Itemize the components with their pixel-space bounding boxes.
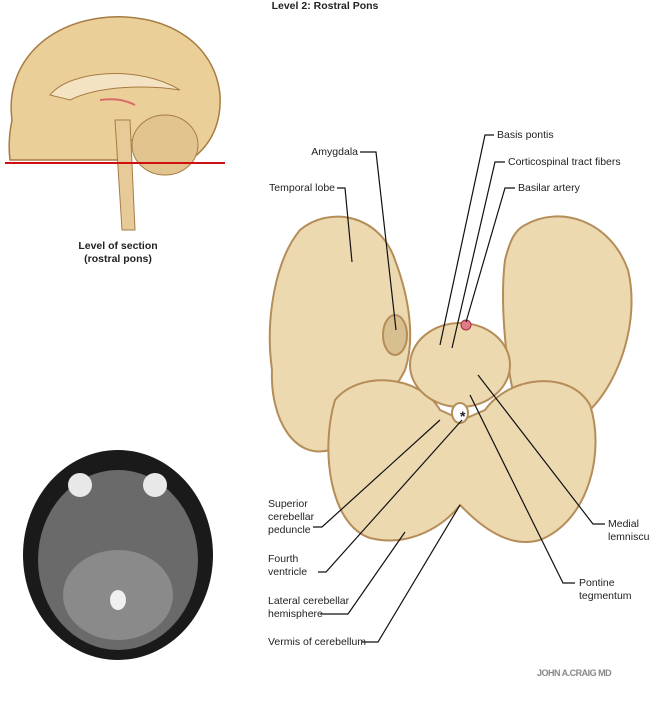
level-of-section-line2: (rostral pons): [84, 253, 152, 265]
level-of-section-line1: Level of section: [78, 240, 158, 252]
label-basis-pontis: Basis pontis: [497, 129, 554, 141]
sagittal-brain: [5, 16, 225, 231]
label-line: Pontine: [579, 577, 615, 589]
label-lateral-cerebellar-hemisphere: Lateral cerebellar hemisphere: [268, 595, 349, 621]
label-medial-lemniscus: Medial lemniscus: [608, 518, 650, 544]
label-line: cerebellar: [268, 511, 315, 523]
artist-signature: JOHN A.CRAIG MD: [537, 668, 612, 678]
label-line: hemisphere: [268, 608, 323, 620]
mri-image: [22, 450, 215, 660]
label-superior-cerebellar-peduncle: Superior cerebellar peduncle: [268, 498, 314, 537]
label-line: ventricle: [268, 566, 308, 578]
brain-section: [268, 215, 633, 543]
label-temporal-lobe: Temporal lobe: [269, 182, 335, 194]
label-line: peduncle: [268, 524, 311, 536]
label-line: tegmentum: [579, 590, 632, 602]
label-line: lemniscus: [608, 531, 650, 543]
label-fourth-ventricle: Fourth ventricle: [268, 553, 307, 579]
label-amygdala: Amygdala: [311, 146, 358, 158]
pons: [409, 322, 511, 408]
label-line: Medial: [608, 518, 639, 530]
label-vermis: Vermis of cerebellum: [268, 636, 367, 648]
label-pontine-tegmentum: Pontine tegmentum: [579, 577, 632, 603]
label-line: Lateral cerebellar: [268, 595, 350, 607]
leader-lines: [313, 134, 605, 643]
figure-title: Level 2: Rostral Pons: [271, 0, 379, 12]
label-basilar-artery: Basilar artery: [518, 182, 580, 194]
asterisk-marker: *: [460, 408, 466, 424]
label-line: Superior: [268, 498, 308, 510]
label-corticospinal: Corticospinal tract fibers: [508, 156, 621, 168]
label-line: Fourth: [268, 553, 299, 565]
